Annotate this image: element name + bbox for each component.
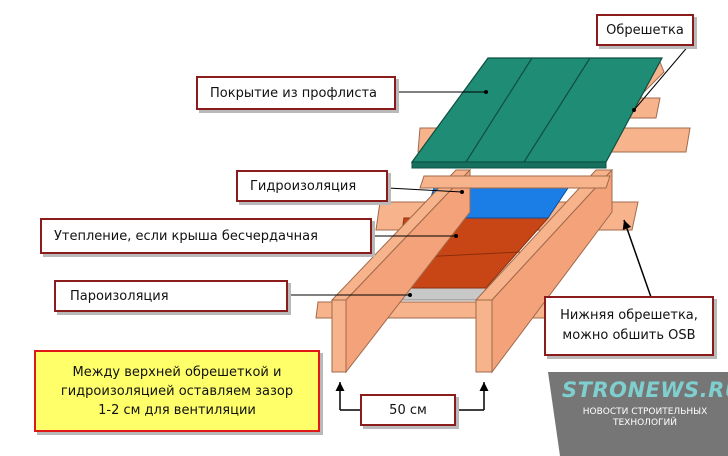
roofing-rib bbox=[465, 57, 533, 163]
label-dimension: 50 см bbox=[360, 394, 456, 426]
rafter-left-face bbox=[331, 299, 347, 373]
label-uteplenie-text: Утепление, если крыша бесчердачная bbox=[54, 228, 318, 244]
leader-gidroizolyaciya bbox=[387, 187, 463, 193]
ventilation-gap-note: Между верхней обрешеткой и гидроизоляцие… bbox=[34, 350, 320, 432]
note-line1: Между верхней обрешеткой и bbox=[72, 364, 282, 380]
label-obreshetka: Обрешетка bbox=[596, 14, 694, 46]
watermark-tagline-line2: ТЕХНОЛОГИЙ bbox=[612, 418, 677, 428]
label-paroizolyaciya-text: Пароизоляция bbox=[70, 288, 169, 304]
leader-dot bbox=[460, 190, 464, 194]
leader-nizhnyaya bbox=[622, 219, 653, 301]
label-gidroizolyaciya-text: Гидроизоляция bbox=[250, 178, 357, 194]
watermark-tagline: НОВОСТИ СТРОИТЕЛЬНЫХ ТЕХНОЛОГИЙ bbox=[565, 407, 725, 429]
label-uteplenie: Утепление, если крыша бесчердачная bbox=[40, 218, 372, 254]
note-line2: гидроизоляцией оставляем зазор bbox=[60, 383, 294, 399]
label-nizhnyaya-line1: Нижняя обрешетка, bbox=[560, 308, 698, 323]
label-paroizolyaciya: Пароизоляция bbox=[54, 280, 288, 312]
label-pokrytie-text: Покрытие из профлиста bbox=[210, 85, 378, 101]
leader-dot bbox=[408, 293, 412, 297]
label-obreshetka-text: Обрешетка bbox=[606, 22, 684, 38]
roofing-sheet-edge bbox=[411, 161, 607, 169]
leader-dot bbox=[632, 108, 636, 112]
leader-dot bbox=[484, 90, 488, 94]
watermark-plate bbox=[548, 372, 728, 456]
label-nizhnyaya-obreshetka: Нижняя обрешетка, можно обшить OSB bbox=[544, 296, 714, 356]
label-nizhnyaya-line2: можно обшить OSB bbox=[562, 328, 696, 343]
rafter-left-side bbox=[345, 168, 471, 374]
note-line3: 1-2 см для вентиляции bbox=[98, 402, 256, 418]
leader-dot bbox=[454, 234, 458, 238]
label-pokrytie: Покрытие из профлиста bbox=[196, 76, 396, 110]
watermark-tagline-line1: НОВОСТИ СТРОИТЕЛЬНЫХ bbox=[582, 407, 708, 417]
watermark-brand: STRONEWS.RU bbox=[562, 378, 728, 402]
roofing-rib bbox=[523, 57, 591, 163]
rafter-right-side bbox=[491, 168, 613, 374]
counter-batten bbox=[419, 175, 611, 189]
label-dimension-text: 50 см bbox=[389, 402, 427, 418]
rafter-right-face bbox=[475, 299, 493, 373]
label-gidroizolyaciya: Гидроизоляция bbox=[236, 170, 388, 202]
leader-obreshetka bbox=[633, 43, 691, 111]
